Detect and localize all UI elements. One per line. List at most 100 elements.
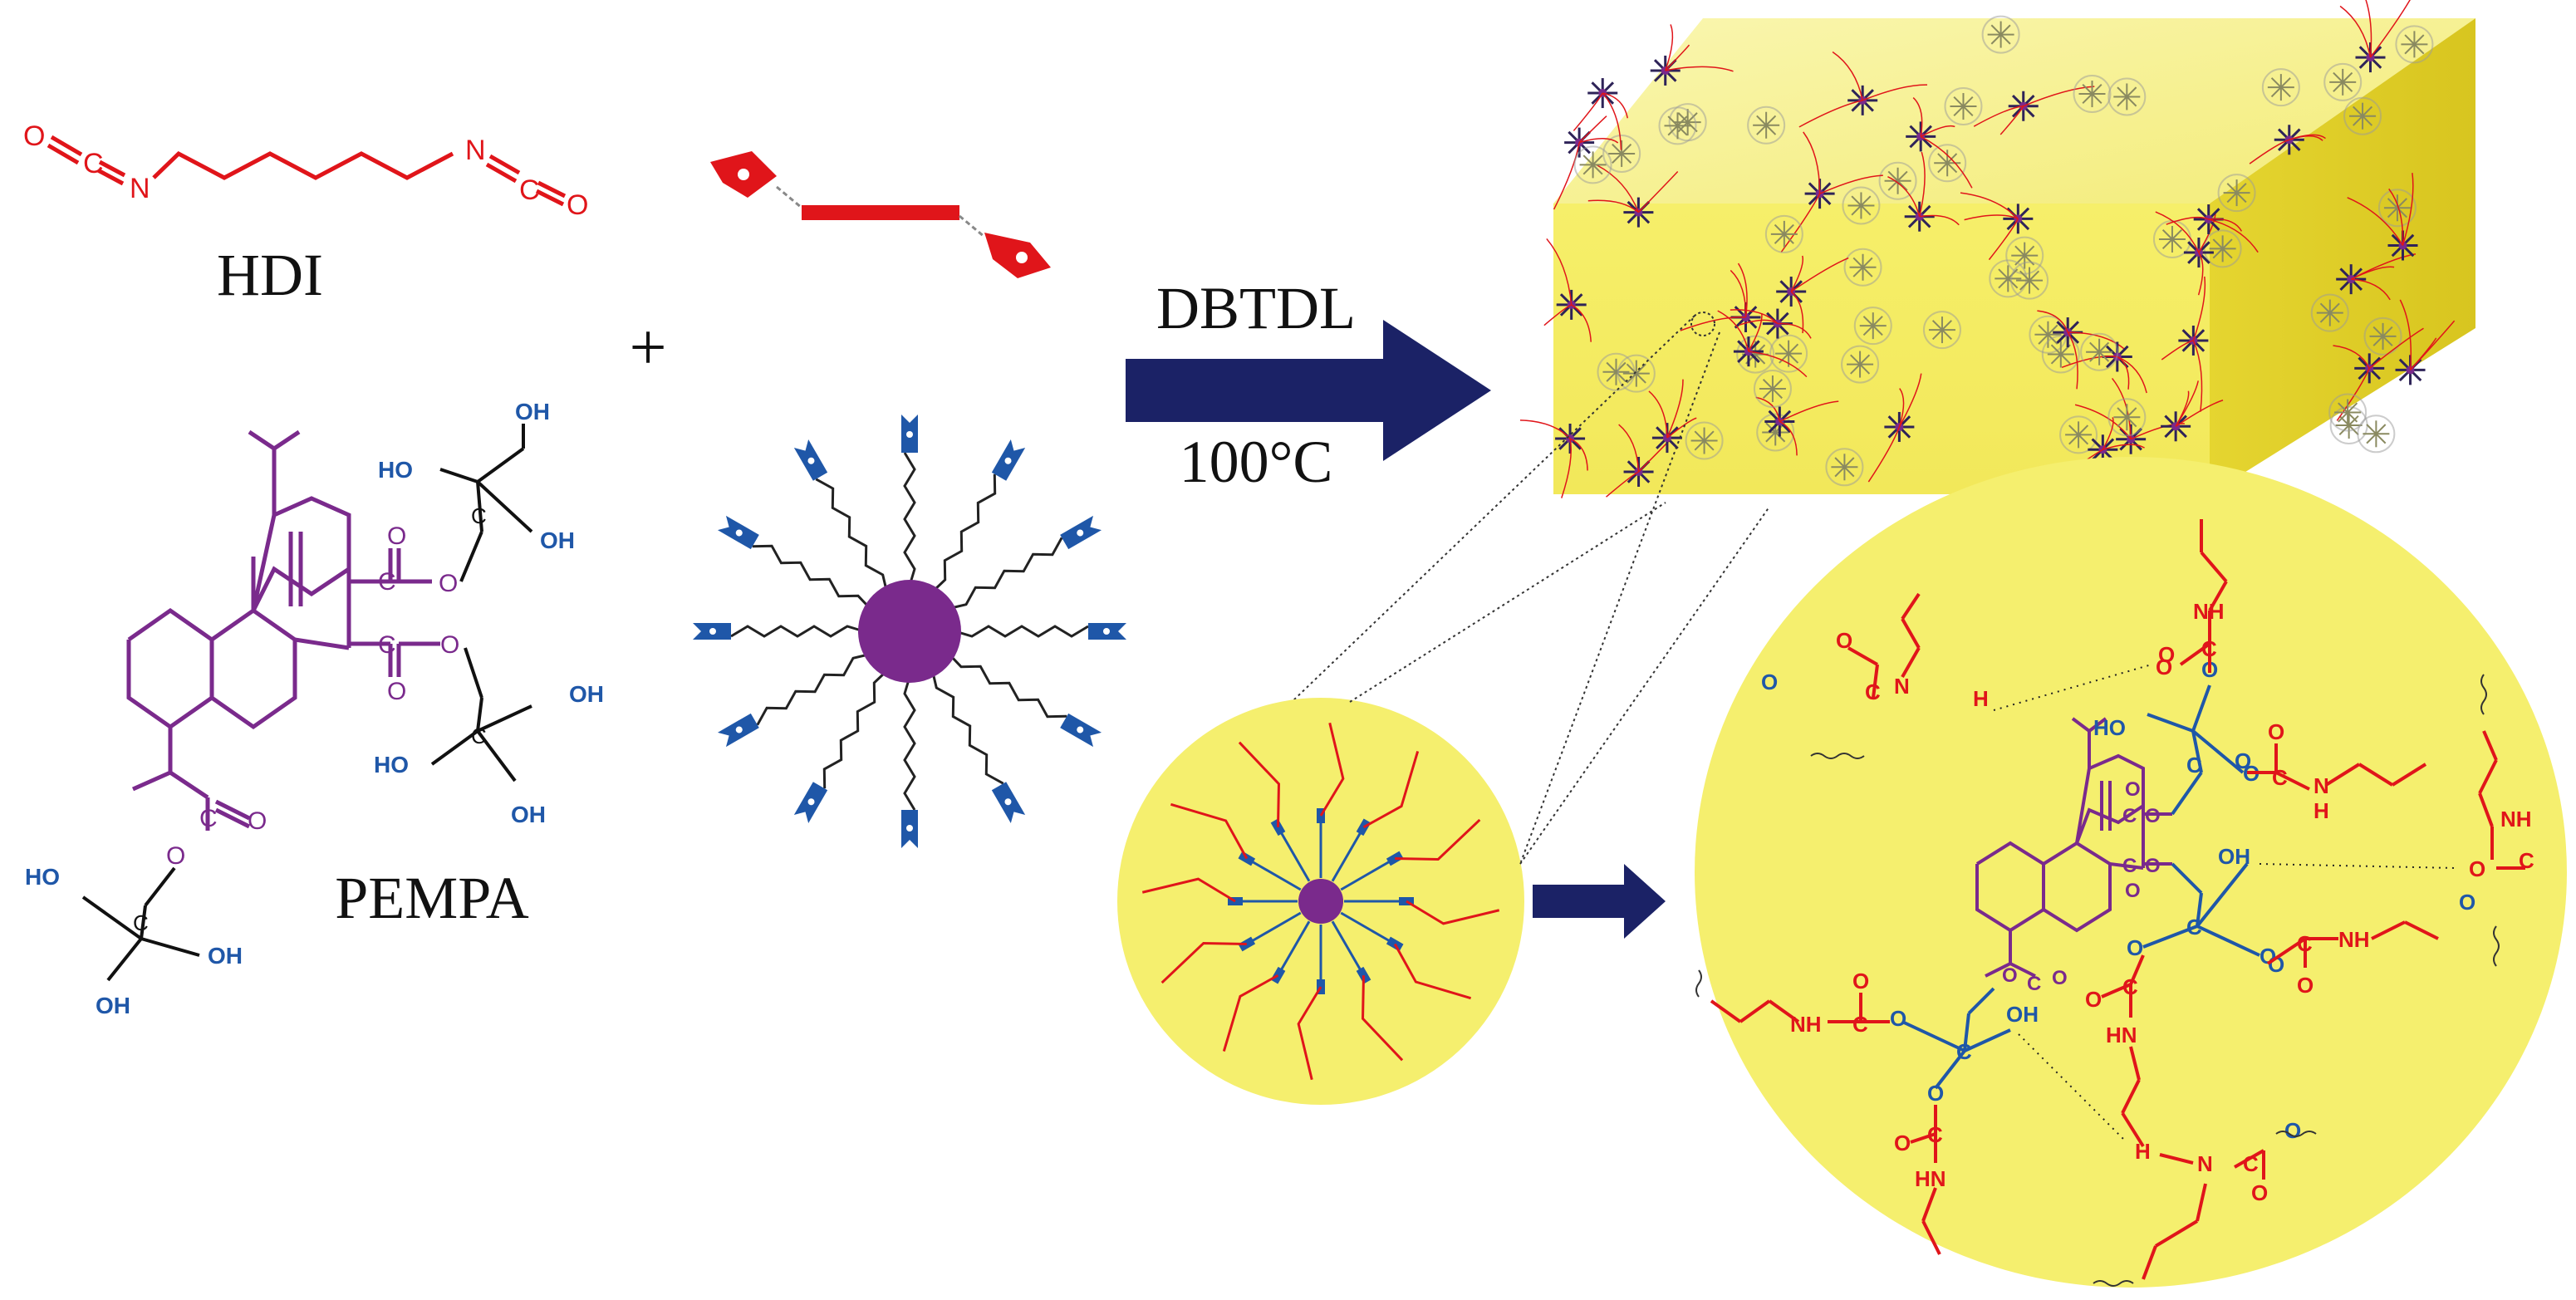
- network-node-ray: [2126, 407, 2137, 418]
- network-crosslink: [2198, 213, 2216, 253]
- network-node-ray: [1694, 439, 1705, 451]
- network-node-ray: [2347, 402, 2358, 414]
- network-node-halo: [1602, 134, 1641, 173]
- star-arm: [931, 473, 997, 593]
- network-crosslink: [1790, 291, 1804, 334]
- network-node-ray: [1765, 125, 1777, 135]
- network-crosslink: [1730, 269, 1747, 317]
- network-node-ray: [1862, 257, 1873, 268]
- network-node-ray: [2091, 84, 2103, 95]
- network-node-ray: [2235, 192, 2247, 204]
- network-crosslink: [2197, 252, 2204, 296]
- network-node-ray: [2089, 351, 2100, 362]
- network-node-halo: [1928, 144, 1967, 183]
- network-node-ray: [1621, 143, 1632, 155]
- network-node-ray: [2226, 183, 2238, 194]
- network-node-halo: [2328, 393, 2367, 432]
- network-crosslink: [2155, 211, 2200, 253]
- network-node-ray: [2413, 43, 2425, 55]
- network-node-ray: [1765, 422, 1776, 434]
- hydroxyl-label: OH: [2006, 1002, 2039, 1027]
- amine-label: NH: [2193, 599, 2225, 624]
- network-node-ray: [2319, 312, 2331, 323]
- network-node-halo: [2041, 335, 2080, 374]
- network-crosslink: [2166, 216, 2210, 225]
- network-crosslink: [2369, 0, 2411, 58]
- network-node-ray: [1887, 180, 1899, 191]
- network-node-ray: [2024, 254, 2035, 266]
- network-node-halo: [1617, 354, 1656, 393]
- network-node-ray: [1860, 195, 1872, 207]
- network-crosslink: [1790, 257, 1849, 292]
- atom-o: O: [2145, 805, 2161, 827]
- network-node-ray: [2078, 434, 2089, 445]
- network-node-ray: [1626, 372, 1637, 384]
- pempa-schematic-star: [693, 415, 1126, 848]
- network-node-halo: [2107, 77, 2147, 116]
- network-node-ray: [2375, 433, 2387, 444]
- network-node-ray: [2126, 416, 2137, 428]
- network-node-ray: [1667, 115, 1679, 127]
- network-node-halo: [2377, 189, 2417, 228]
- network-node-ray: [2091, 93, 2103, 105]
- atom-o: O: [440, 631, 459, 659]
- zoom-arrow: [1533, 864, 1666, 939]
- network-node-ray: [1941, 320, 1952, 331]
- network-node-ray: [1851, 204, 1862, 216]
- atom-o: O: [567, 189, 588, 221]
- network-node-halo: [1825, 448, 1864, 487]
- network-node-ray: [1754, 353, 1766, 365]
- hdi-extension: [1297, 986, 1322, 1081]
- network-node-ray: [2126, 86, 2137, 98]
- atom-o: O: [2052, 967, 2068, 989]
- network-node-ray: [2375, 424, 2387, 435]
- hydroxyl-end-group: [991, 439, 1026, 481]
- network-crosslink: [1920, 135, 1973, 189]
- hydroxyl-label: HO: [2093, 715, 2126, 740]
- hydroxyl-end-group: [717, 515, 759, 550]
- atom-o: O: [2127, 935, 2143, 960]
- network-node-ray: [2047, 324, 2058, 336]
- network-node-ray: [2413, 34, 2425, 46]
- crosslink-node-detail: [1117, 698, 1524, 1105]
- atom-c: C: [2519, 848, 2534, 873]
- network-node-ray: [2212, 248, 2224, 259]
- network-node-ray: [1999, 24, 2011, 36]
- network-node-ray: [1676, 115, 1688, 127]
- network-crosslink: [1578, 138, 1619, 144]
- network-crosslink: [1587, 199, 1639, 213]
- network-crosslink: [2037, 310, 2068, 333]
- network-node-halo: [2005, 236, 2044, 275]
- network-node-ray: [2161, 228, 2173, 240]
- network-node-ray: [2019, 279, 2030, 291]
- zoom-line: [1519, 331, 1720, 865]
- hydroxyl-end-group: [1060, 515, 1102, 550]
- network-node-ray: [1896, 170, 1908, 182]
- atom-c: C: [2027, 973, 2041, 995]
- hydroxyl-label: HO: [374, 752, 409, 778]
- atom-c: C: [199, 805, 218, 832]
- network-crosslink: [1648, 390, 1668, 439]
- network-crosslink: [2409, 337, 2437, 370]
- star-arm: [730, 625, 865, 638]
- network-node-ray: [2117, 407, 2128, 418]
- atom-o: O: [2268, 952, 2284, 977]
- atom-c: C: [2122, 805, 2137, 827]
- atom-c: C: [1852, 1012, 1868, 1037]
- amine-label: HN: [2106, 1023, 2137, 1047]
- network-crosslink: [2339, 5, 2372, 58]
- network-node-ray: [1962, 105, 1974, 117]
- network-node-ray: [1774, 223, 1785, 235]
- hdi-extension: [1362, 975, 1404, 1062]
- network-node-ray: [1774, 233, 1785, 244]
- atom-o: O: [387, 678, 406, 705]
- network-node-halo: [2073, 75, 2112, 114]
- network-node-halo: [2217, 174, 2256, 213]
- network-crosslink: [2249, 139, 2289, 164]
- network-node-ray: [1703, 430, 1715, 442]
- network-node-ray: [2387, 198, 2398, 208]
- network-node-ray: [2171, 228, 2182, 240]
- atom-n: N: [465, 135, 486, 166]
- network-node-ray: [1887, 170, 1899, 182]
